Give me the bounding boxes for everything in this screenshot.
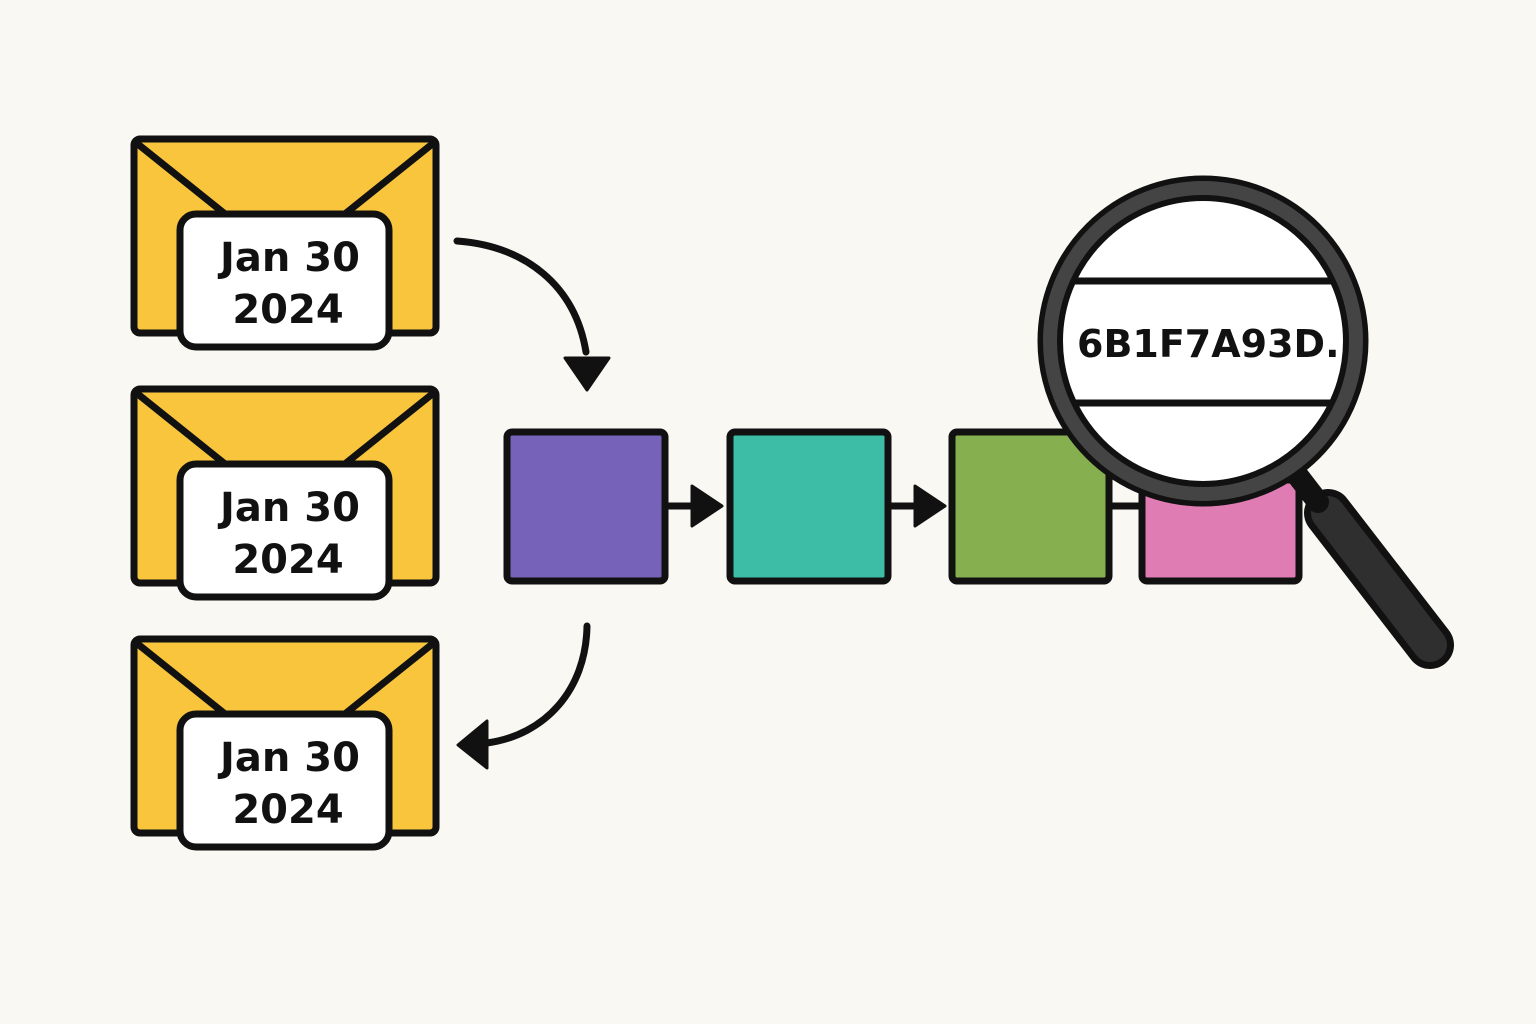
magnifier-lens <box>1060 198 1346 484</box>
block-hash-text: 6B1F7A93D... <box>1077 322 1368 366</box>
block-chain <box>503 428 1303 585</box>
magnifying-glass-icon: 6B1F7A93D... <box>1037 175 1454 669</box>
envelope-2: Jan 30 2024 <box>130 385 440 601</box>
date-line-month: Jan 30 <box>217 235 360 281</box>
curved-arrow-down <box>453 237 611 392</box>
block-3 <box>948 428 1113 585</box>
arrow-head <box>690 484 724 528</box>
date-line-year: 2024 <box>232 787 343 833</box>
magnifier-ring-outer <box>1037 175 1369 507</box>
arrow-head <box>456 719 489 770</box>
date-label <box>176 210 393 351</box>
magnifier-ring-inner <box>1057 195 1349 487</box>
chain-arrow-1 <box>667 484 724 528</box>
date-line-month: Jan 30 <box>217 485 360 531</box>
chain-arrow-2 <box>890 484 947 528</box>
date-line-year: 2024 <box>232 537 343 583</box>
curved-arrow-line <box>453 237 590 356</box>
date-line-year: 2024 <box>232 287 343 333</box>
magnifier-handle-fill <box>1311 496 1447 662</box>
curved-arrow-back <box>456 622 591 770</box>
envelope-3: Jan 30 2024 <box>130 635 440 851</box>
block-1 <box>503 428 669 585</box>
block-2 <box>726 428 892 585</box>
date-label <box>176 710 393 851</box>
date-label <box>176 460 393 601</box>
magnifier-ring <box>1043 181 1363 501</box>
magnified-hash-strip: 6B1F7A93D... <box>1060 277 1368 407</box>
arrow-head <box>563 356 611 392</box>
envelope-1: Jan 30 2024 <box>130 135 440 351</box>
date-line-month: Jan 30 <box>217 735 360 781</box>
curved-arrow-line <box>483 622 591 747</box>
arrow-head <box>913 484 947 528</box>
